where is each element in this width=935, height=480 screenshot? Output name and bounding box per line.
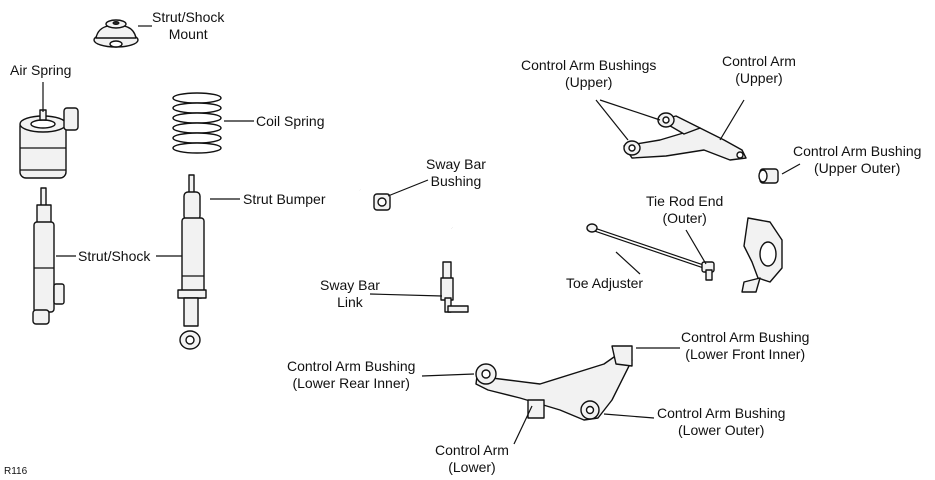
coil-spring-part (172, 92, 222, 154)
sway-bar-link-part (440, 261, 469, 313)
air-spring-part (19, 107, 79, 179)
label-control-arm-bushing-lower-outer: Control Arm Bushing (Lower Outer) (657, 405, 786, 438)
label-sway-bar-link: Sway Bar Link (320, 277, 380, 310)
upper-outer-bushing-part (758, 168, 779, 184)
label-control-arm-bushing-upper-outer: Control Arm Bushing (Upper Outer) (793, 143, 922, 176)
upper-control-arm-part (623, 112, 747, 161)
lower-control-arm-part (475, 345, 633, 421)
label-air-spring: Air Spring (10, 62, 72, 78)
label-control-arm-bushings-upper: Control Arm Bushings (Upper) (521, 57, 657, 90)
knuckle-part (741, 217, 783, 293)
label-sway-bar-bushing: Sway Bar Bushing (426, 156, 486, 189)
strut-mount-part (93, 19, 139, 48)
tie-rod-part (586, 223, 715, 281)
label-strut-shock: Strut/Shock (78, 248, 151, 264)
figure-code: R116 (4, 466, 28, 477)
label-control-arm-upper: Control Arm (Upper) (722, 53, 796, 86)
sway-bar-part (358, 174, 453, 230)
label-tie-rod-end: Tie Rod End (Outer) (646, 193, 724, 226)
label-toe-adjuster: Toe Adjuster (566, 275, 644, 291)
label-coil-spring: Coil Spring (256, 113, 325, 129)
label-control-arm-bushing-lower-front-inner: Control Arm Bushing (Lower Front Inner) (681, 329, 810, 362)
label-strut-bumper: Strut Bumper (243, 191, 326, 207)
leader-lines (42, 25, 801, 445)
strut-bumper-part (177, 174, 207, 350)
strut-shock-part (32, 187, 65, 325)
label-control-arm-lower: Control Arm (Lower) (435, 442, 509, 475)
label-control-arm-bushing-lower-rear-inner: Control Arm Bushing (Lower Rear Inner) (287, 358, 416, 391)
label-strut-mount: Strut/Shock Mount (152, 9, 225, 42)
